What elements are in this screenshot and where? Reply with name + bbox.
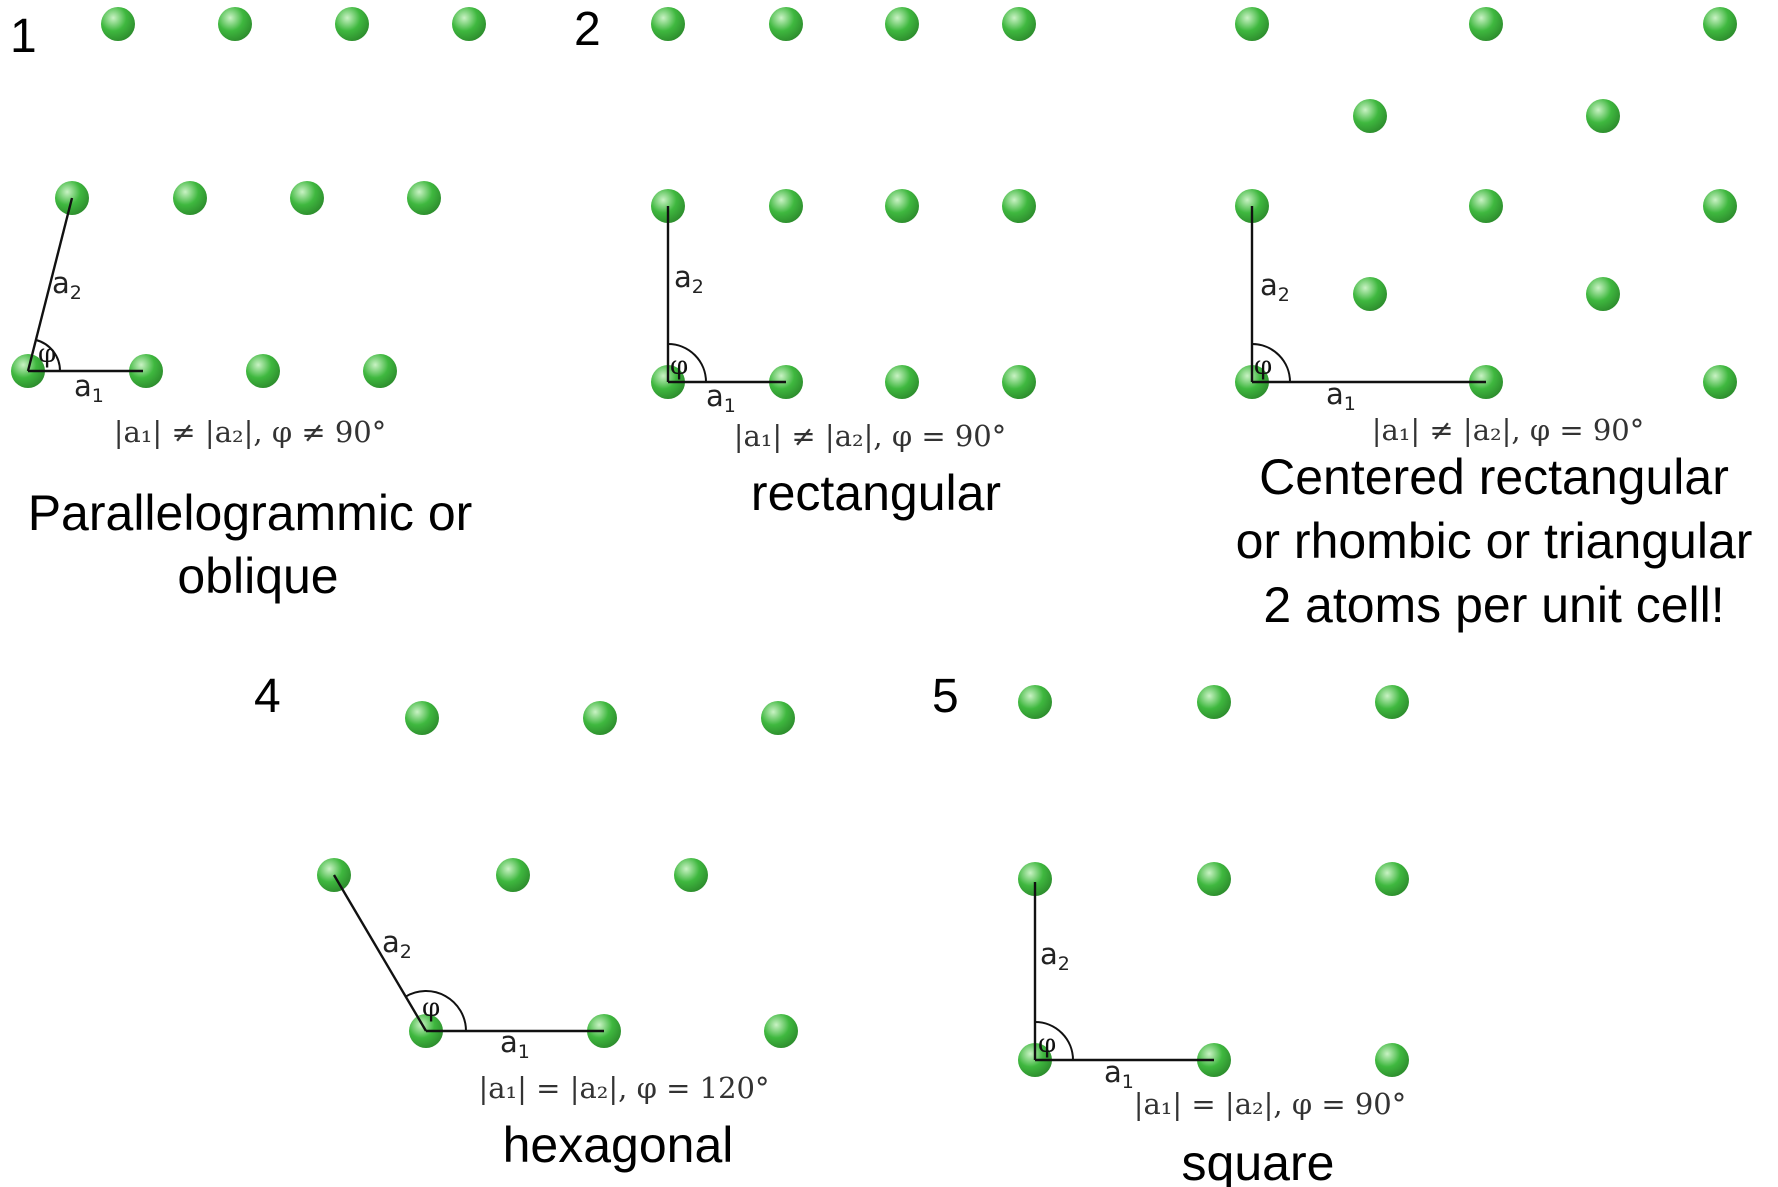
condition-text: |a₁| = |a₂|, φ = 90°	[1134, 1087, 1407, 1121]
vector-a1-label: a1	[74, 369, 104, 407]
atom	[1353, 99, 1387, 133]
atom	[885, 365, 919, 399]
angle-symbol: φ	[1038, 1029, 1056, 1059]
atom	[1469, 189, 1503, 223]
condition-text: |a₁| ≠ |a₂|, φ = 90°	[734, 419, 1007, 453]
angle-arc-icon	[1034, 1021, 1074, 1061]
lattice-atoms	[11, 7, 486, 388]
atom	[496, 858, 530, 892]
atom	[1375, 685, 1409, 719]
atom	[407, 181, 441, 215]
condition-text: |a₁| = |a₂|, φ = 120°	[479, 1071, 770, 1105]
title-line-1: Parallelogrammic or	[28, 485, 473, 541]
atom	[651, 7, 685, 41]
atom	[129, 354, 163, 388]
atom	[218, 7, 252, 41]
angle-symbol: φ	[38, 339, 56, 369]
atom	[405, 701, 439, 735]
atom	[764, 1014, 798, 1048]
vector-a1-label: a1	[1104, 1055, 1134, 1093]
title-line-2: or rhombic or triangular	[1236, 513, 1753, 569]
panel-rectangular: 2 φ a1 a2 |a₁| ≠ |a₂|, φ = 90° rectangul…	[574, 3, 1036, 521]
panel-number: 4	[254, 670, 281, 723]
title-line-3: 2 atoms per unit cell!	[1263, 577, 1724, 633]
atom	[452, 7, 486, 41]
lattice-atoms	[1018, 685, 1409, 1077]
title-line-1: hexagonal	[503, 1117, 734, 1173]
atom	[769, 189, 803, 223]
angle-arc-icon	[1251, 343, 1291, 383]
title-line-1: square	[1182, 1135, 1335, 1187]
condition-text: |a₁| ≠ |a₂|, φ ≠ 90°	[114, 415, 387, 449]
angle-symbol: φ	[422, 993, 440, 1023]
atom	[761, 701, 795, 735]
atom	[674, 858, 708, 892]
atom	[1197, 685, 1231, 719]
panel-number: 5	[932, 670, 959, 723]
atom	[1703, 365, 1737, 399]
atom	[1235, 7, 1269, 41]
vector-a2-label: a2	[382, 925, 412, 963]
title-line-2: oblique	[177, 548, 338, 604]
vector-a2	[332, 874, 428, 1032]
atom	[1002, 7, 1036, 41]
atom	[1703, 189, 1737, 223]
atom	[885, 189, 919, 223]
atom	[1586, 277, 1620, 311]
angle-arc-icon	[35, 339, 61, 372]
atom	[1469, 7, 1503, 41]
panel-oblique: 1 φ a1 a2 |a₁| ≠ |a₂|, φ ≠ 90° Parallelo…	[10, 7, 486, 604]
atom	[1375, 1043, 1409, 1077]
panel-number: 2	[574, 3, 601, 56]
atom	[769, 7, 803, 41]
vector-a1-label: a1	[706, 379, 736, 417]
lattice-atoms	[1235, 7, 1737, 399]
title-line-1: rectangular	[751, 465, 1001, 521]
angle-arc-icon	[667, 343, 707, 383]
angle-symbol: φ	[1254, 351, 1272, 381]
atom	[335, 7, 369, 41]
vector-a2	[26, 197, 74, 372]
panel-number: 1	[10, 10, 37, 63]
atom	[1353, 277, 1387, 311]
vector-a2-label: a2	[1260, 268, 1290, 306]
atom	[1018, 685, 1052, 719]
vector-a2-label: a2	[52, 266, 82, 304]
lattice-atoms	[317, 701, 798, 1048]
panel-hexagonal: 4 φ a1 a2 |a₁| = |a₂|, φ = 120° hexagona…	[254, 670, 798, 1173]
atom	[1197, 862, 1231, 896]
atom	[583, 701, 617, 735]
atom	[1002, 189, 1036, 223]
atom	[290, 181, 324, 215]
title-line-1: Centered rectangular	[1259, 449, 1729, 505]
lattice-atoms	[651, 7, 1036, 399]
atom	[1018, 862, 1052, 896]
angle-arc-icon	[404, 990, 467, 1032]
atom	[885, 7, 919, 41]
vector-a1-label: a1	[500, 1025, 530, 1063]
atom	[246, 354, 280, 388]
vector-a2-label: a2	[1040, 937, 1070, 975]
atom	[1002, 365, 1036, 399]
atom	[1703, 7, 1737, 41]
atom	[173, 181, 207, 215]
vector-a2-label: a2	[674, 260, 704, 298]
atom	[1586, 99, 1620, 133]
atom	[101, 7, 135, 41]
angle-symbol: φ	[670, 351, 688, 381]
panel-centered-rectangular: φ a1 a2 |a₁| ≠ |a₂|, φ = 90° Centered re…	[1235, 7, 1752, 633]
atom	[1375, 862, 1409, 896]
vector-a1-label: a1	[1326, 377, 1356, 415]
atom	[363, 354, 397, 388]
condition-text: |a₁| ≠ |a₂|, φ = 90°	[1372, 413, 1645, 447]
panel-square: 5 φ a1 a2 |a₁| = |a₂|, φ = 90° square	[932, 670, 1409, 1187]
